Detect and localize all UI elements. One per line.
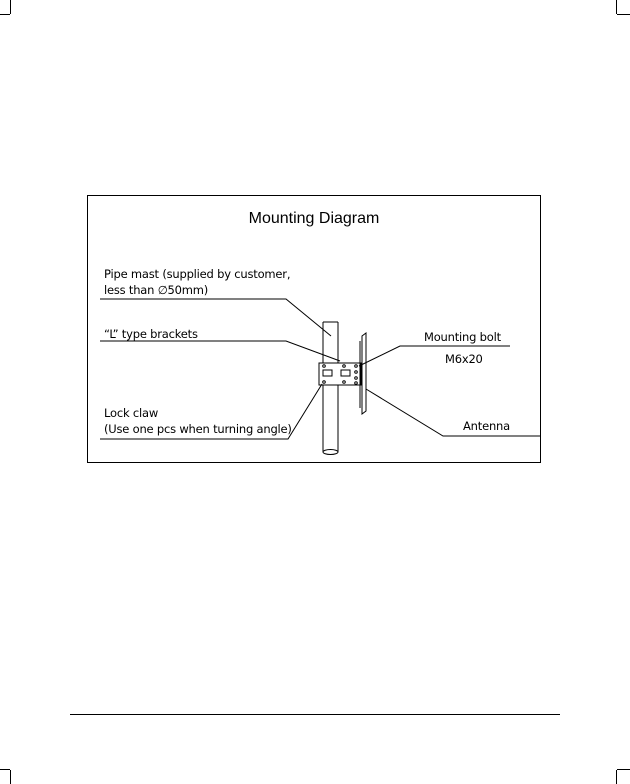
label-l-brackets: “L” type brackets — [104, 326, 198, 342]
label-lock-claw-line1: Lock claw — [104, 405, 292, 421]
crop-mark-top-left-v — [10, 0, 11, 14]
crop-mark-bottom-left-h — [0, 769, 10, 770]
label-pipe-mast-line1: Pipe mast (supplied by customer, — [104, 266, 290, 282]
label-pipe-mast-line2: less than ∅50mm) — [104, 282, 290, 298]
pipe-mast-bottom — [323, 450, 338, 455]
crop-mark-bottom-left-v — [10, 770, 11, 784]
crop-mark-top-left-h — [0, 14, 10, 15]
footer-divider — [70, 714, 560, 715]
label-lock-claw: Lock claw (Use one pcs when turning angl… — [104, 405, 292, 437]
leader-antenna — [366, 389, 540, 436]
antenna-panel — [362, 333, 366, 414]
crop-mark-bottom-right-h — [617, 769, 630, 770]
label-lock-claw-line2: (Use one pcs when turning angle) — [104, 421, 292, 437]
leader-l-brackets — [100, 341, 340, 361]
mounting-diagram-frame: Mounting Diagram — [87, 195, 541, 463]
crop-mark-top-right-v — [616, 0, 617, 14]
crop-mark-bottom-right-v — [616, 770, 617, 784]
crop-mark-top-right-h — [617, 14, 630, 15]
label-pipe-mast: Pipe mast (supplied by customer, less th… — [104, 266, 290, 298]
label-antenna: Antenna — [463, 418, 510, 434]
label-bolt-size: M6x20 — [445, 351, 483, 367]
leader-mounting-bolt — [359, 346, 510, 366]
label-mounting-bolt: Mounting bolt — [424, 329, 501, 345]
